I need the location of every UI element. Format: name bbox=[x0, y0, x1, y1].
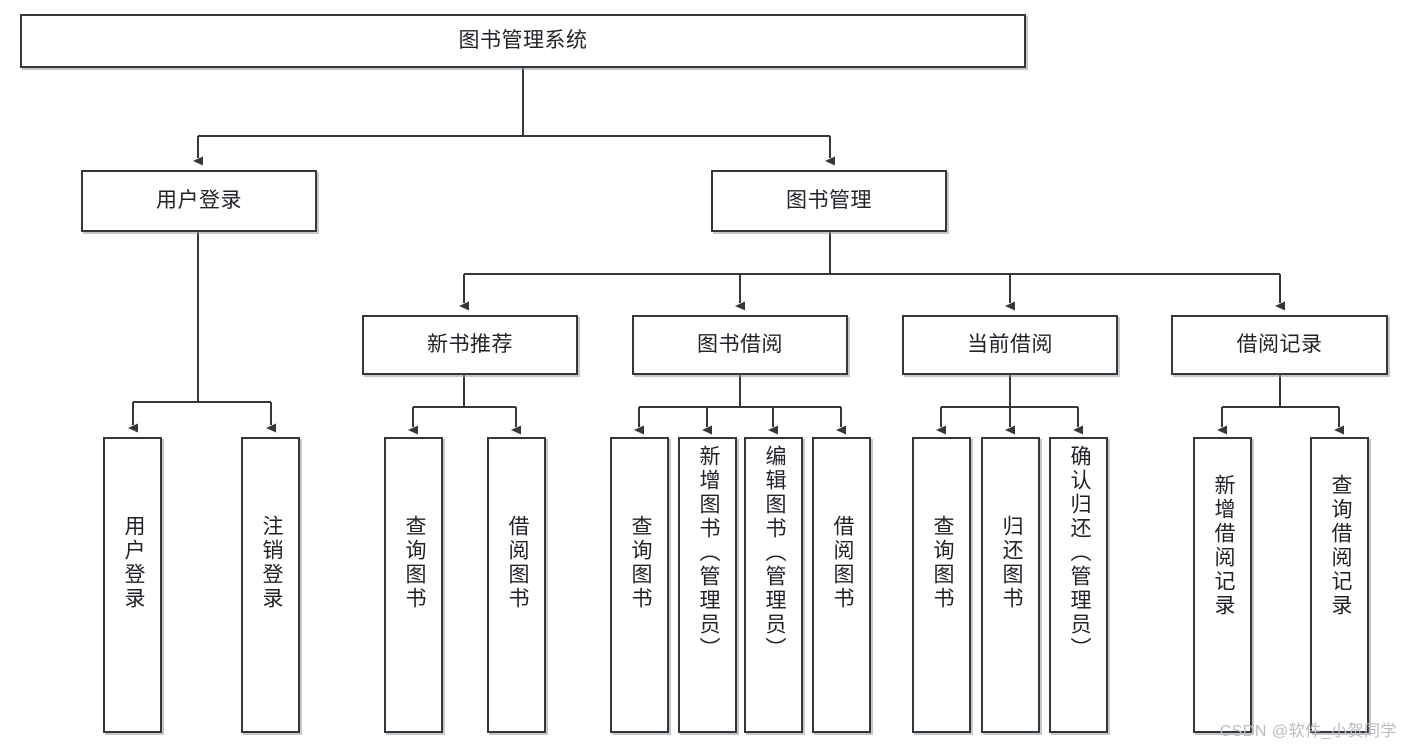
node-current-borrow[interactable]: 当前借阅 bbox=[902, 315, 1118, 375]
node-user-login[interactable]: 用户登录 bbox=[81, 170, 317, 232]
node-root-system[interactable]: 图书管理系统 bbox=[20, 14, 1026, 68]
node-book-management[interactable]: 图书管理 bbox=[711, 170, 947, 232]
leaf-user-login[interactable]: 用户登录 bbox=[103, 437, 162, 733]
node-label: 当前借阅 bbox=[967, 333, 1053, 357]
node-label: 借阅图书 bbox=[505, 515, 529, 611]
node-label: 用户登录 bbox=[121, 515, 145, 611]
leaf-query-borrow-record[interactable]: 查询借阅记录 bbox=[1310, 437, 1369, 733]
leaf-logout[interactable]: 注销登录 bbox=[241, 437, 300, 733]
leaf-return-book[interactable]: 归还图书 bbox=[981, 437, 1040, 733]
node-label: 查询图书 bbox=[628, 515, 652, 611]
watermark-text: CSDN @软件_小贺同学 bbox=[1219, 723, 1397, 740]
node-label: 查询图书 bbox=[402, 515, 426, 611]
leaf-query-book-borrow[interactable]: 查询图书 bbox=[610, 437, 669, 733]
leaf-add-borrow-record[interactable]: 新增借阅记录 bbox=[1193, 437, 1252, 733]
leaf-confirm-return-admin[interactable]: 确认归还（管理员） bbox=[1049, 437, 1108, 733]
node-label: 查询图书 bbox=[930, 515, 954, 611]
leaf-borrow-book-recommend[interactable]: 借阅图书 bbox=[487, 437, 546, 733]
leaf-add-book-admin[interactable]: 新增图书（管理员） bbox=[678, 437, 737, 733]
node-label: 借阅图书 bbox=[830, 515, 854, 611]
node-label: 新增图书（管理员） bbox=[696, 445, 720, 661]
node-label: 确认归还（管理员） bbox=[1067, 445, 1091, 661]
node-label: 图书借阅 bbox=[697, 333, 783, 357]
leaf-query-book-recommend[interactable]: 查询图书 bbox=[384, 437, 443, 733]
node-label: 新书推荐 bbox=[427, 333, 513, 357]
node-label: 归还图书 bbox=[999, 515, 1023, 611]
node-label: 用户登录 bbox=[156, 189, 242, 213]
node-label: 图书管理系统 bbox=[458, 29, 588, 53]
node-label: 查询借阅记录 bbox=[1328, 474, 1352, 618]
node-label: 借阅记录 bbox=[1236, 333, 1323, 357]
node-borrow-record[interactable]: 借阅记录 bbox=[1171, 315, 1388, 375]
node-label: 注销登录 bbox=[259, 515, 283, 611]
node-book-borrow[interactable]: 图书借阅 bbox=[632, 315, 848, 375]
node-label: 图书管理 bbox=[786, 189, 872, 213]
node-new-book-recommend[interactable]: 新书推荐 bbox=[362, 315, 578, 375]
leaf-query-book-current[interactable]: 查询图书 bbox=[912, 437, 971, 733]
node-label: 编辑图书（管理员） bbox=[762, 445, 786, 661]
node-label: 新增借阅记录 bbox=[1211, 474, 1235, 618]
leaf-edit-book-admin[interactable]: 编辑图书（管理员） bbox=[744, 437, 803, 733]
leaf-borrow-book[interactable]: 借阅图书 bbox=[812, 437, 871, 733]
